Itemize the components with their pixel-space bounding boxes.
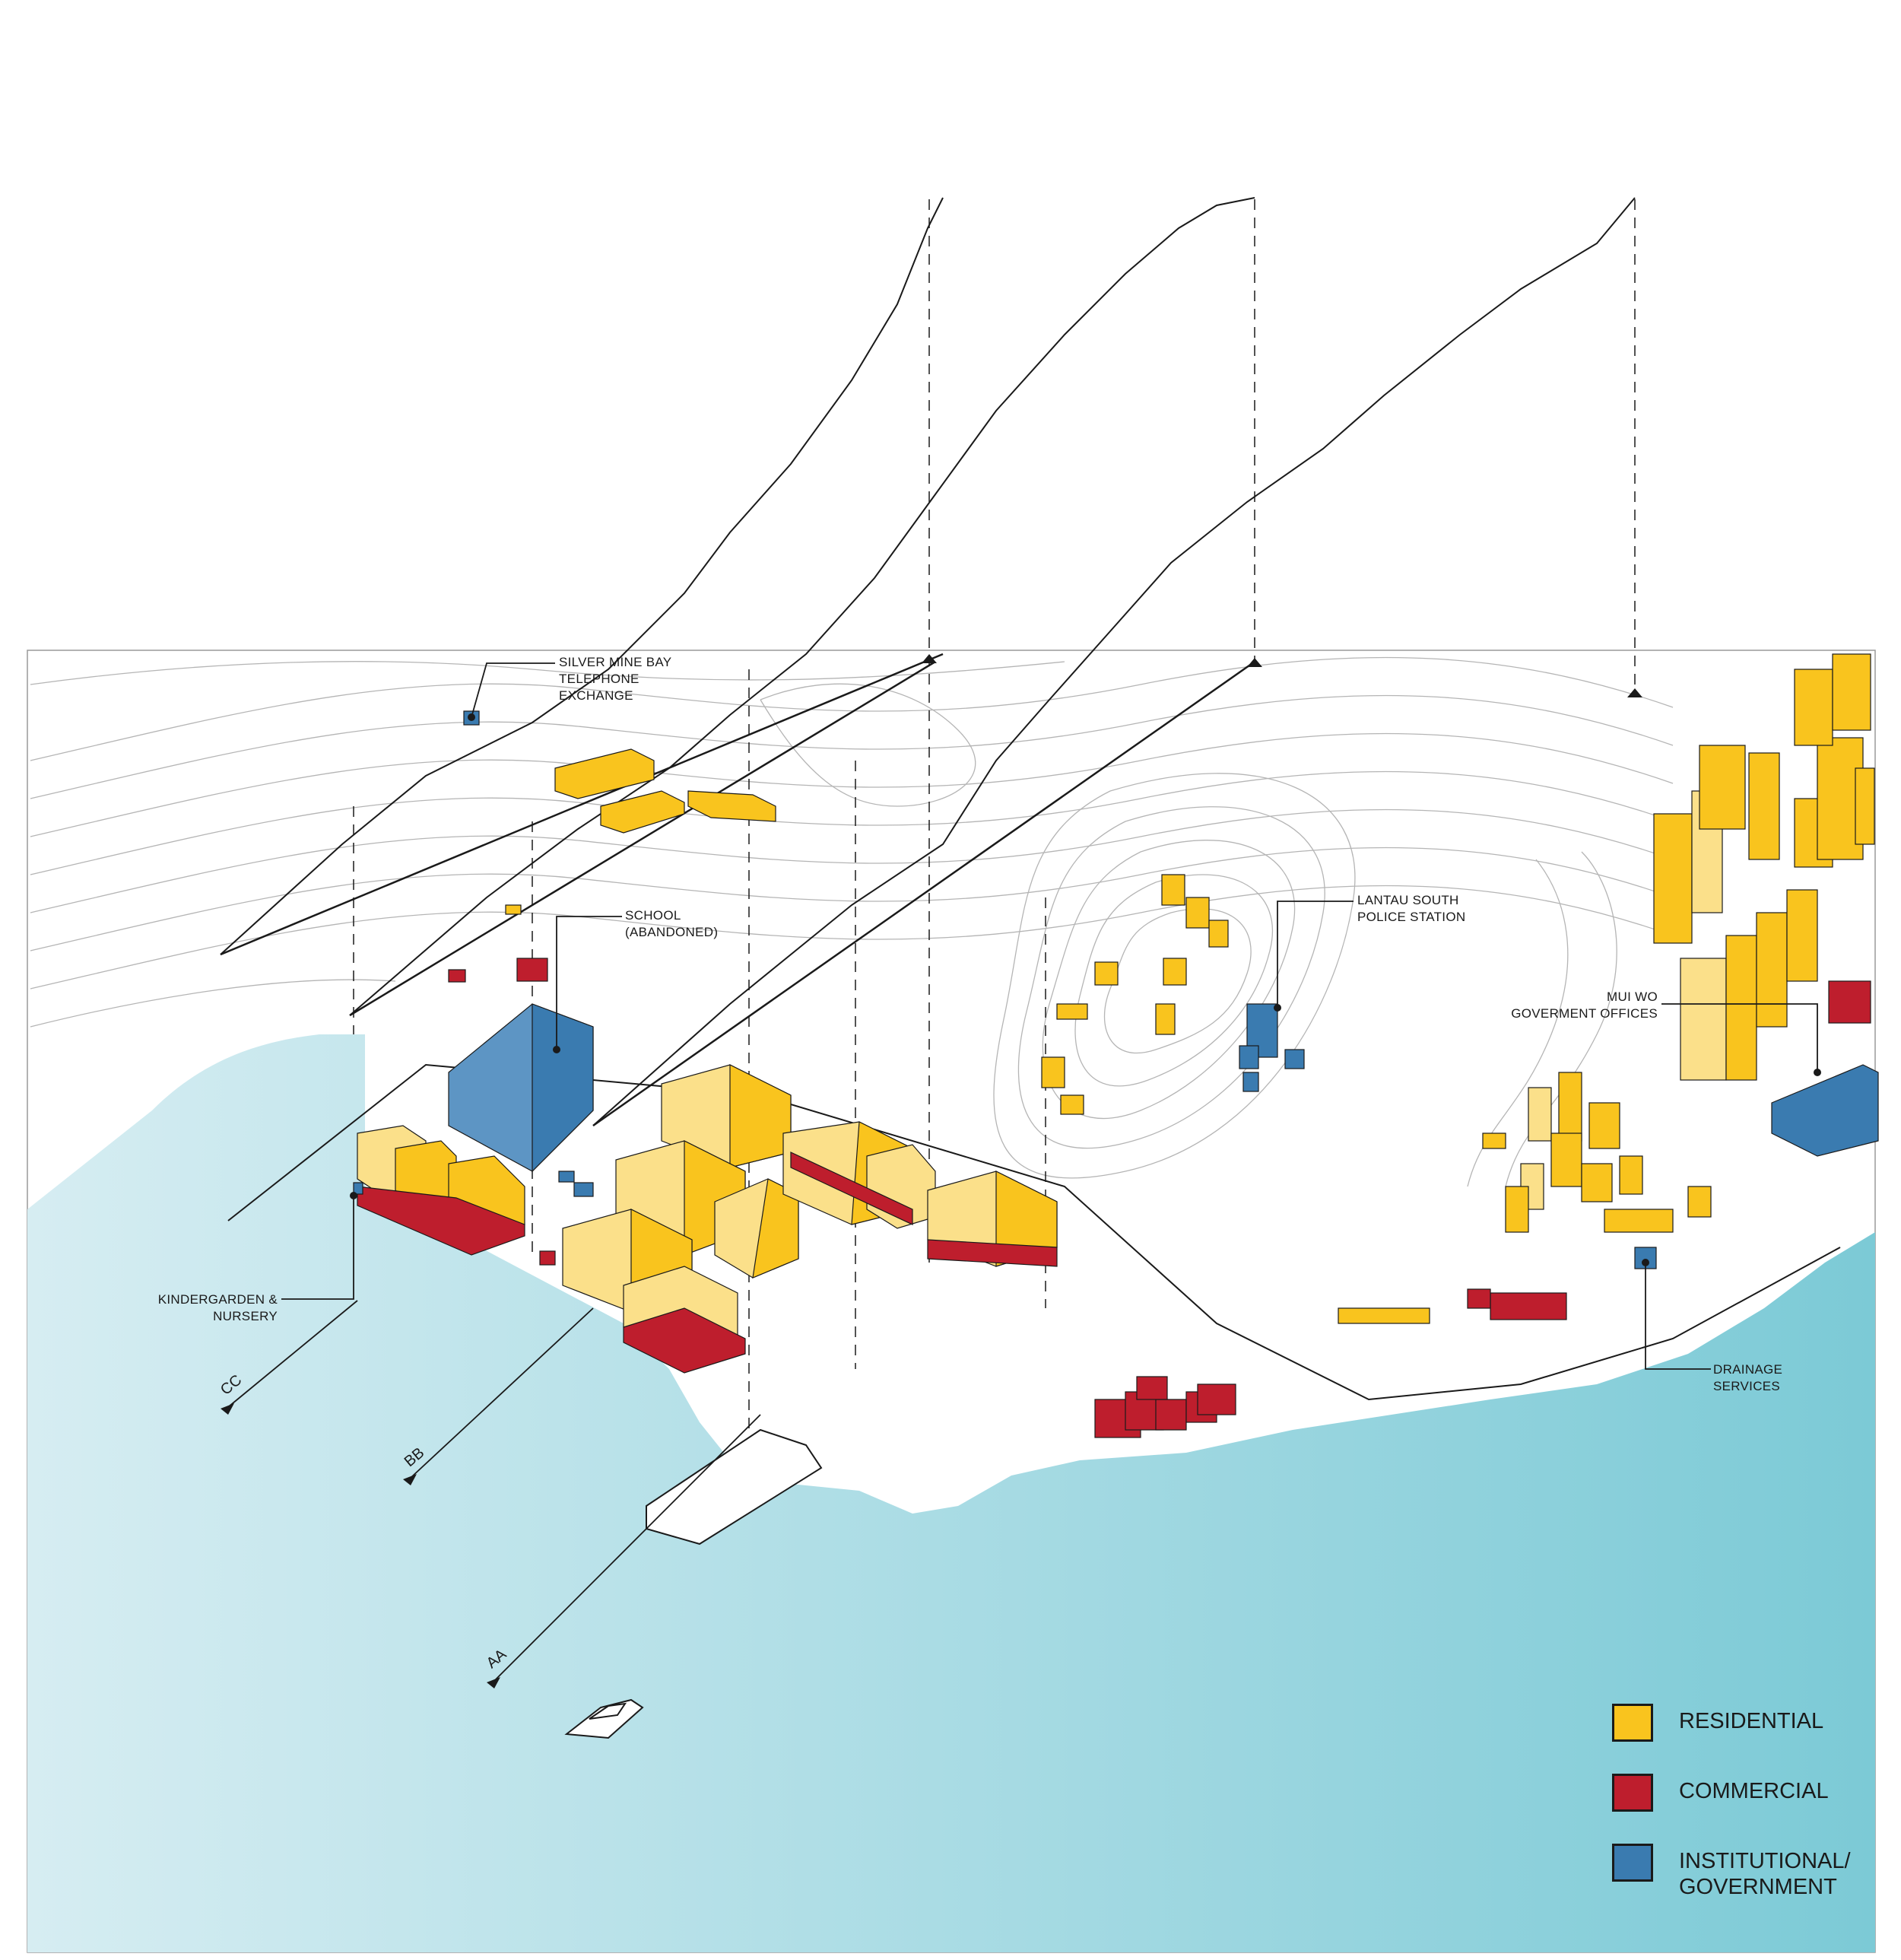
kindergarden-label: KINDERGARDEN & NURSERY [157,1292,278,1323]
terrain-sections [220,197,1636,1127]
section-profile-cc [220,197,944,955]
legend-label-commercial: COMMERCIAL [1679,1779,1829,1803]
telephone-exchange-label: SILVER MINE BAY TELEPHONE EXCHANGE [559,655,672,703]
police-station-label: LANTAU SOUTH POLICE STATION [1357,893,1466,924]
terrain-contours [30,656,1674,1187]
section-profile-aa [592,197,1636,1126]
commercial-swatch [1612,1774,1653,1812]
legend-label-residential: RESIDENTIAL [1679,1709,1824,1733]
legend-label-institutional: INSTITUTIONAL/ GOVERNMENT [1679,1849,1851,1899]
govt-offices-label: MUI WO GOVERMENT OFFICES [1511,990,1658,1021]
section-arrows [221,654,1642,1688]
drainage-label: DRAINAGE SERVICES [1713,1362,1783,1393]
residential-swatch [1612,1704,1653,1742]
ferry-boat [564,1698,644,1739]
callout-dots [350,713,1821,1266]
section-profile-bb [349,197,1255,1016]
school-label: SCHOOL (ABANDONED) [625,908,719,939]
institutional-swatch [1612,1844,1653,1882]
sea [27,1034,1875,1952]
section-lines-sea [227,1300,761,1682]
callout-leaders [281,662,1818,1370]
residential-buildings [357,653,1875,1355]
commercial-buildings [357,958,1871,1438]
